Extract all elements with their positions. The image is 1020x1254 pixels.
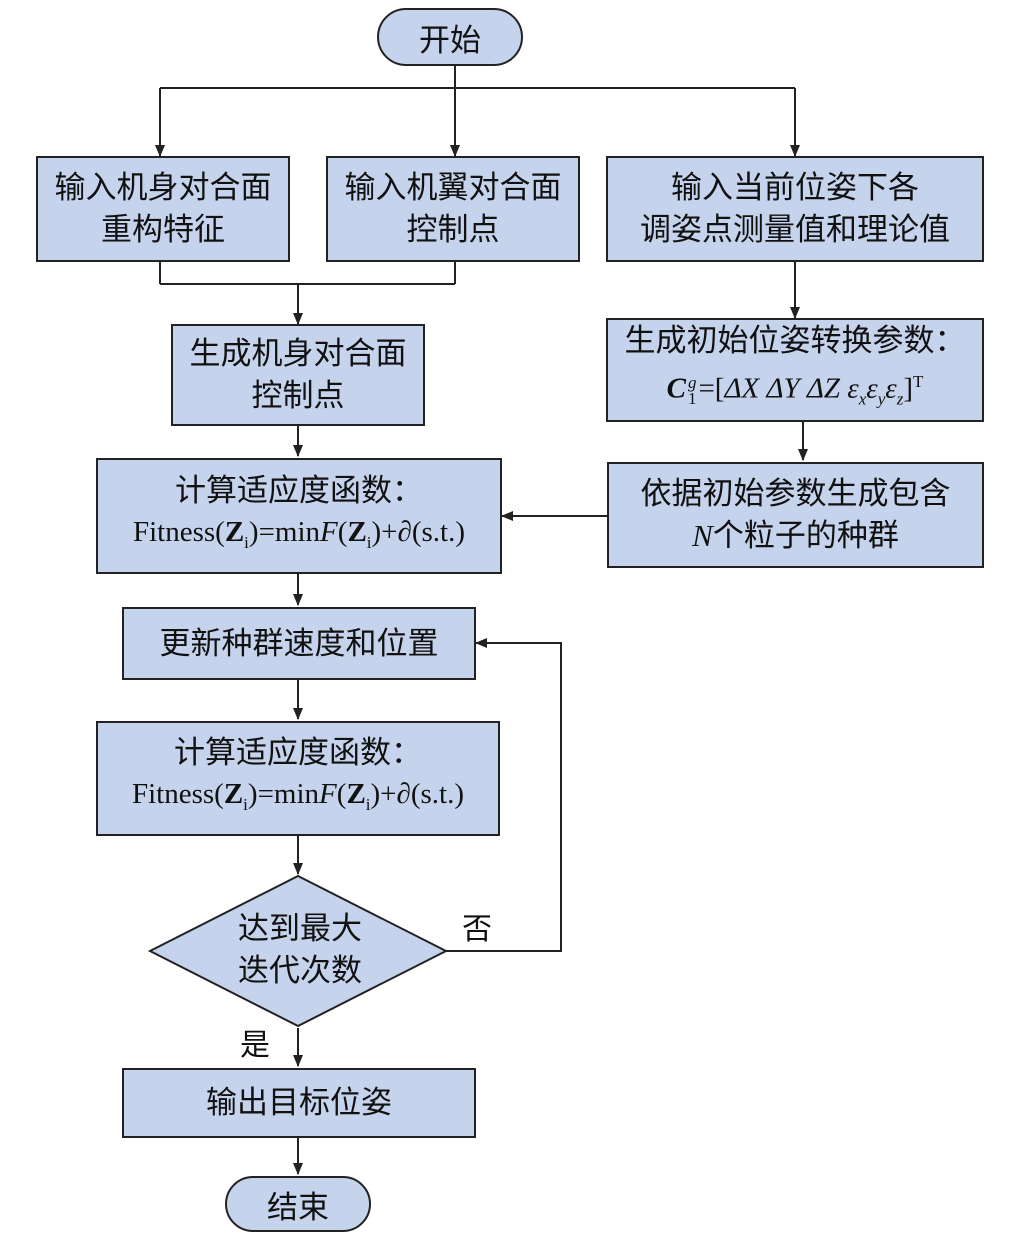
box-compute-fitness-2: 计算适应度函数： Fitness(Zi)=minF(Zi)+∂(s.t.) [96,721,500,836]
box-input-fuselage-features: 输入机身对合面 重构特征 [36,156,290,262]
box-input-measured-values: 输入当前位姿下各 调姿点测量值和理论值 [606,156,984,262]
start-label: 开始 [419,22,481,59]
label-no: 否 [462,912,492,947]
fitness1-formula: Fitness(Zi)=minF(Zi)+∂(s.t.) [132,515,466,552]
box-input-fuselage-line2: 重构特征 [101,212,225,248]
box-output-target-pose: 输出目标位姿 [122,1068,476,1138]
fitness2-formula: Fitness(Zi)=minF(Zi)+∂(s.t.) [131,778,465,814]
box-population-line2: N个粒子的种群 [692,518,899,554]
box-init-param-line1: 生成初始位姿转换参数： [624,323,966,360]
box-generate-population: 依据初始参数生成包含 N个粒子的种群 [607,462,984,568]
box-input-wing-line2: 控制点 [406,212,500,248]
end-label: 结束 [267,1189,329,1226]
start-terminal: 开始 [377,8,523,66]
box-update-population: 更新种群速度和位置 [122,607,476,680]
decision-line2: 迭代次数 [238,953,362,989]
box-measure-line1: 输入当前位姿下各 [671,170,919,206]
decision-text: 达到最大 迭代次数 [200,908,400,992]
arrow-loop-no [446,638,562,952]
box-population-line1: 依据初始参数生成包含 [640,476,951,512]
box-generate-ctrl-line2: 控制点 [251,378,345,414]
fitness1-line1: 计算适应度函数： [175,472,423,509]
box-generate-fuselage-control-points: 生成机身对合面 控制点 [171,324,425,426]
box-input-wing-line1: 输入机翼对合面 [344,170,562,206]
box-input-fuselage-line1: 输入机身对合面 [54,170,272,206]
fitness2-line1: 计算适应度函数： [174,735,422,772]
decision-line1: 达到最大 [238,911,362,947]
box-compute-fitness-1: 计算适应度函数： Fitness(Zi)=minF(Zi)+∂(s.t.) [96,458,502,574]
end-terminal: 结束 [225,1176,371,1232]
decision-diamond [147,874,449,1028]
box-input-wing-control-points: 输入机翼对合面 控制点 [326,156,580,262]
box-generate-ctrl-line1: 生成机身对合面 [189,336,407,372]
box-output-label: 输出目标位姿 [206,1085,392,1121]
box-update-label: 更新种群速度和位置 [159,625,439,662]
label-yes: 是 [240,1028,270,1063]
box-measure-line2: 调姿点测量值和理论值 [640,212,950,248]
